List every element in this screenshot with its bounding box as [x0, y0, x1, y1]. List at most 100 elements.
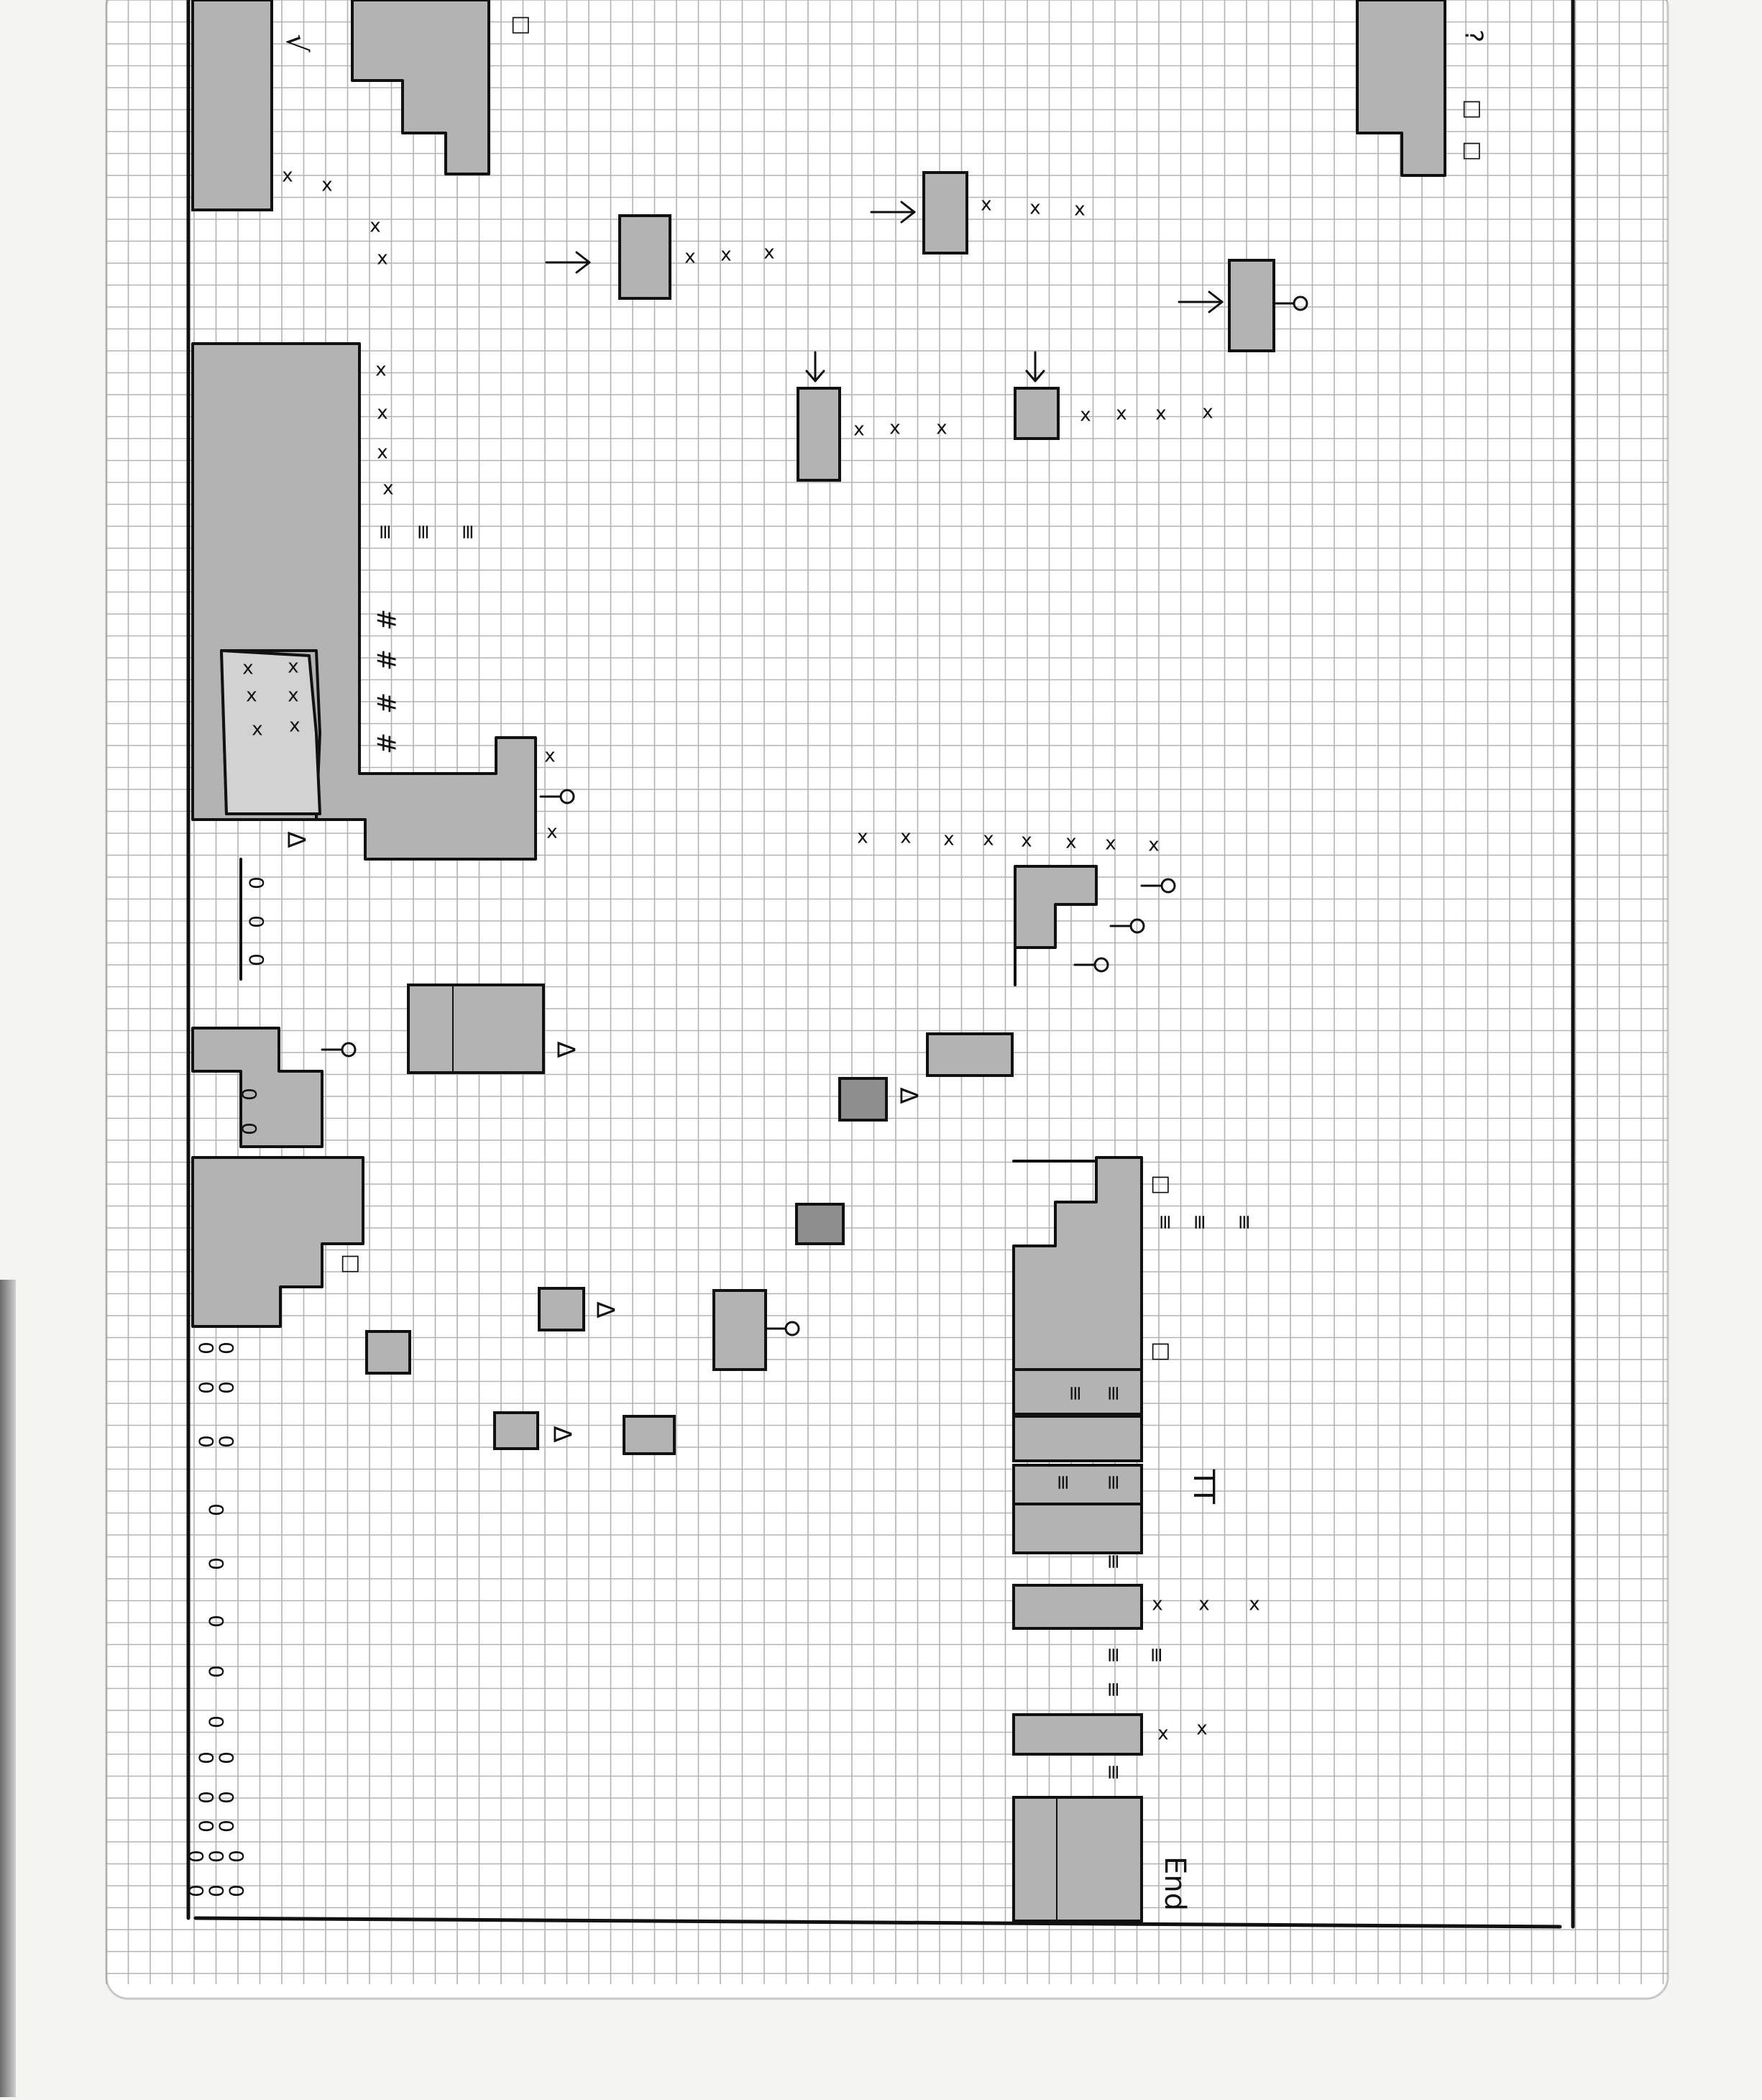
- tower-segment-6: [1012, 1713, 1143, 1756]
- page-edge-shadow: [0, 1280, 16, 2097]
- coin-icon: 0: [237, 1122, 261, 1135]
- arrow-head: [1208, 290, 1224, 303]
- coin-icon: 0: [204, 1715, 228, 1728]
- hash-icon: #: [371, 733, 400, 754]
- goal-block: [1012, 1796, 1143, 1922]
- star-icon: x: [889, 418, 900, 439]
- star-icon: x: [720, 244, 731, 266]
- key-icon: [784, 1321, 800, 1336]
- star-icon: x: [289, 715, 300, 737]
- arrow-head: [575, 251, 591, 264]
- moving-platform-2: [922, 171, 968, 255]
- arrow-head: [1034, 370, 1045, 382]
- key-icon: [341, 1042, 357, 1058]
- right-stair-ledge: [1014, 865, 1098, 986]
- coin-icon: 0: [204, 1850, 228, 1863]
- square-icon: □: [1150, 1342, 1175, 1362]
- floating-block-medium: [926, 1032, 1014, 1077]
- falling-platform-1: [797, 387, 841, 482]
- star-icon: x: [1021, 830, 1032, 852]
- arrow-head: [1208, 301, 1224, 313]
- star-icon: x: [288, 685, 298, 707]
- key-icon: [1129, 918, 1145, 934]
- star-icon: x: [763, 242, 774, 264]
- star-icon: x: [321, 175, 332, 196]
- coin-icon: 0: [214, 1820, 238, 1833]
- coin-icon: 0: [244, 953, 268, 966]
- key-icon: [559, 789, 575, 804]
- arrow-head: [805, 370, 817, 382]
- coin-icon: 0: [194, 1342, 218, 1354]
- coin-icon: 0: [194, 1791, 218, 1804]
- star-icon: x: [943, 829, 954, 850]
- spring-icon: ≡: [1102, 1553, 1126, 1569]
- star-icon: x: [981, 194, 991, 216]
- spring-icon: ≡: [1102, 1764, 1126, 1780]
- coin-icon: 0: [184, 1850, 208, 1863]
- end-label: End: [1158, 1856, 1191, 1911]
- coin-icon: 0: [224, 1850, 248, 1863]
- spring-icon: ≡: [1154, 1214, 1178, 1230]
- spring-icon: ≡: [1102, 1385, 1126, 1401]
- coin-icon: 0: [194, 1751, 218, 1764]
- coin-icon: 0: [224, 1884, 248, 1897]
- coin-icon: 0: [194, 1820, 218, 1833]
- spring-icon: ≡: [456, 523, 480, 540]
- coin-icon: 0: [204, 1665, 228, 1678]
- small-block-5: [795, 1203, 845, 1245]
- coin-icon: 0: [204, 1884, 228, 1897]
- square-icon: □: [1461, 141, 1486, 161]
- star-icon: x: [1196, 1718, 1207, 1740]
- coin-icon: 0: [214, 1751, 238, 1764]
- triangle-icon: Δ: [551, 1041, 580, 1058]
- floating-block-large: [407, 983, 545, 1074]
- spring-icon: ≡: [1052, 1474, 1075, 1490]
- star-icon: x: [246, 685, 257, 707]
- star-icon: x: [983, 829, 994, 850]
- spring-icon: ≡: [1102, 1474, 1126, 1490]
- spring-icon: ≡: [1102, 1681, 1126, 1697]
- key-icon: [1160, 878, 1176, 894]
- start-wall-block: [191, 0, 273, 211]
- moving-platform-4: [712, 1289, 767, 1371]
- tower-segment-4: [1012, 1503, 1143, 1554]
- coin-icon: 0: [237, 1088, 261, 1101]
- star-icon: x: [1202, 402, 1213, 423]
- small-block-6: [838, 1077, 888, 1122]
- star-icon: x: [1080, 405, 1091, 426]
- square-icon: □: [1461, 99, 1486, 119]
- star-icon: x: [1065, 832, 1076, 853]
- lower-left-stair-block: [191, 1156, 364, 1328]
- star-icon: x: [252, 719, 262, 740]
- key-icon: [1093, 957, 1109, 973]
- star-icon: x: [857, 827, 868, 848]
- arrow-head: [900, 201, 916, 214]
- coin-icon: 0: [214, 1435, 238, 1448]
- star-icon: x: [377, 248, 387, 270]
- arrow-head: [575, 261, 591, 274]
- coin-icon: 0: [194, 1435, 218, 1448]
- spring-icon: ≡: [1188, 1214, 1212, 1230]
- tower-segment-1: [1012, 1368, 1143, 1416]
- moving-platform-3: [1228, 259, 1275, 352]
- star-icon: x: [900, 827, 911, 848]
- check-icon: √: [280, 34, 313, 52]
- star-icon: x: [377, 442, 387, 464]
- star-icon: x: [1116, 403, 1127, 425]
- star-icon: x: [375, 359, 386, 381]
- hash-icon: #: [371, 649, 400, 671]
- star-icon: x: [1148, 835, 1159, 856]
- coin-icon: 0: [214, 1342, 238, 1354]
- spring-icon: ≡: [1064, 1385, 1088, 1401]
- small-block-1: [365, 1330, 411, 1375]
- coin-icon: 0: [204, 1615, 228, 1628]
- hash-icon: #: [371, 692, 400, 714]
- star-icon: x: [242, 658, 253, 679]
- coin-icon: 0: [204, 1503, 228, 1516]
- falling-platform-2: [1014, 387, 1060, 440]
- star-cage-block: [220, 649, 321, 815]
- coin-icon: 0: [244, 876, 268, 889]
- spring-icon: ≡: [1102, 1646, 1126, 1663]
- moving-platform-1: [618, 214, 671, 300]
